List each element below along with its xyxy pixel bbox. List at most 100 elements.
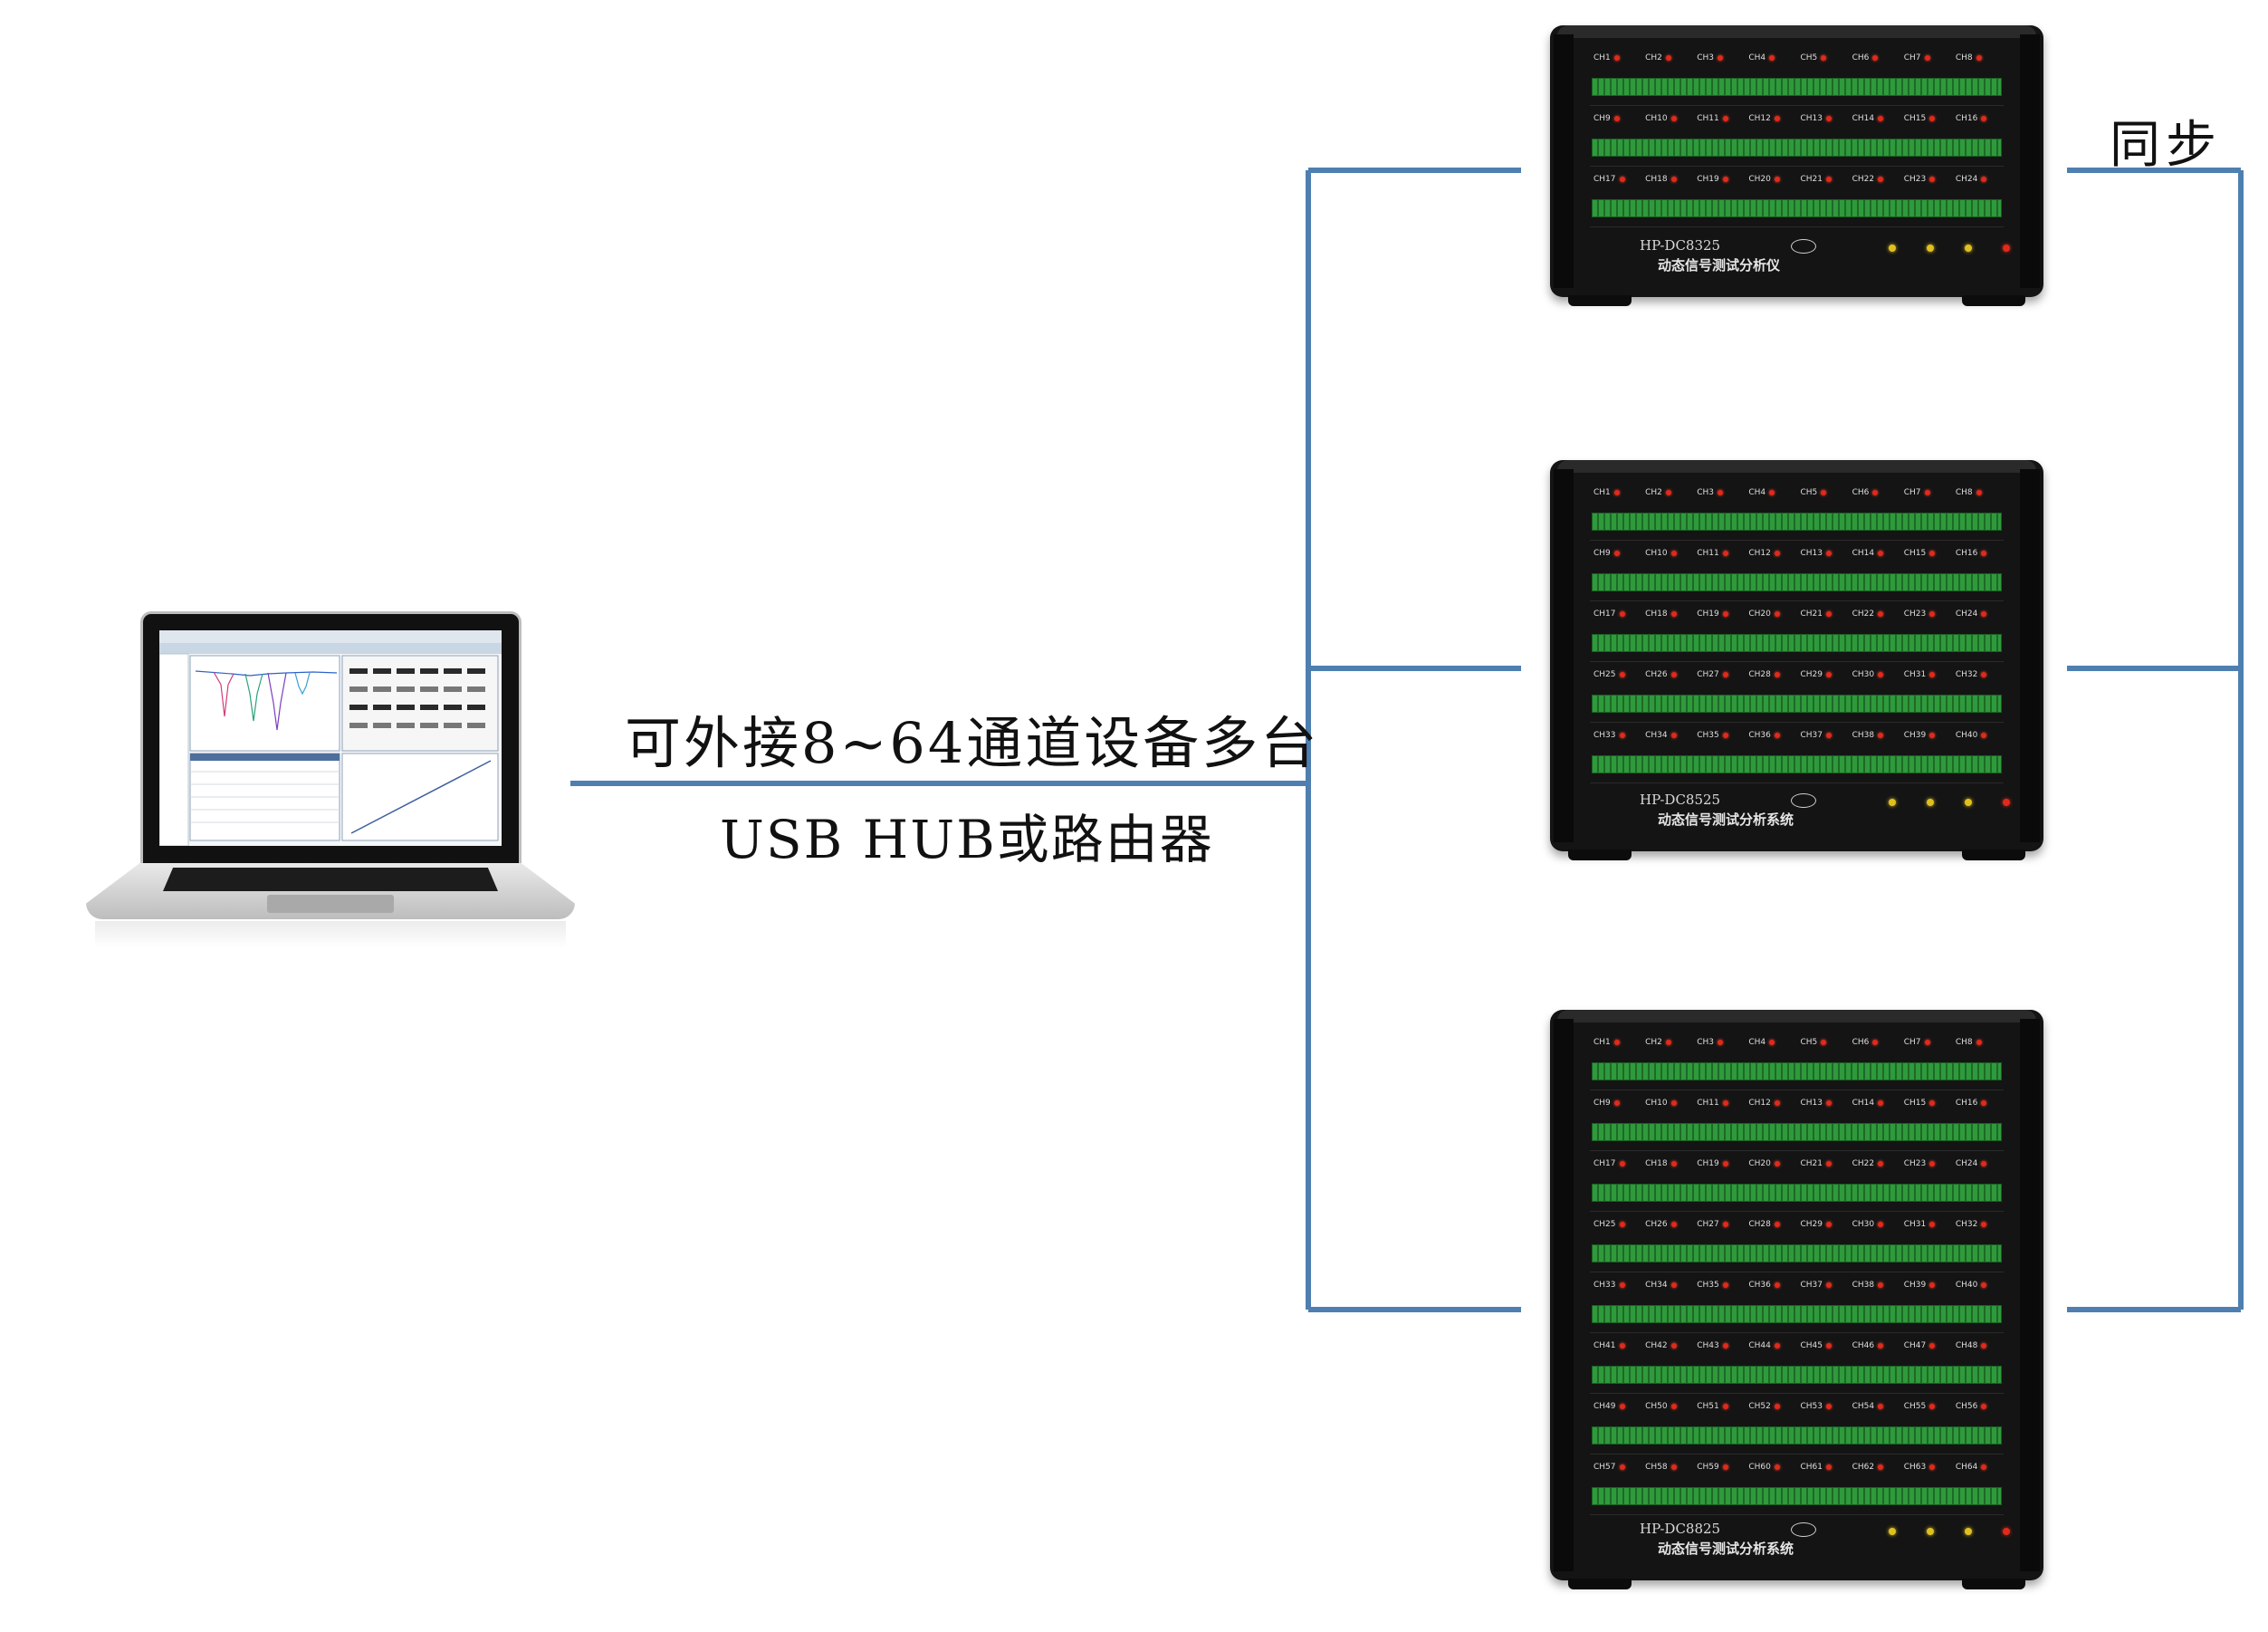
channel-led-icon: [1821, 55, 1827, 61]
terminal-block: [1592, 139, 2002, 157]
channel-led-icon: [1769, 490, 1775, 495]
device-description: 动态信号测试分析系统: [1658, 811, 1794, 828]
channel-label: CH15: [1900, 1096, 1952, 1110]
channel-led-icon: [1619, 1404, 1625, 1409]
channel-label: CH63: [1900, 1460, 1952, 1474]
channel-label: CH3: [1693, 1035, 1745, 1050]
channel-label: CH33: [1590, 728, 1641, 743]
channel-name: CH30: [1852, 670, 1875, 679]
channel-led-icon: [1774, 1404, 1780, 1409]
channel-label: CH17: [1590, 172, 1641, 187]
channel-led-icon: [1981, 1343, 1987, 1349]
channel-name: CH7: [1903, 488, 1921, 497]
channel-led-icon: [1826, 1343, 1833, 1349]
channel-led-icon: [1878, 1161, 1884, 1166]
channel-led-icon: [1826, 611, 1833, 617]
channel-label: CH43: [1693, 1339, 1745, 1353]
channel-label: CH34: [1641, 728, 1693, 743]
channel-label: CH22: [1849, 607, 1900, 621]
channel-led-icon: [1872, 1040, 1879, 1045]
channel-led-icon: [1718, 490, 1724, 495]
channel-label: CH31: [1900, 1217, 1952, 1232]
channel-name: CH5: [1800, 488, 1818, 497]
channel-led-icon: [1981, 551, 1987, 556]
laptop-reflection: [95, 921, 566, 948]
device-foot: [1568, 295, 1632, 306]
channel-name: CH46: [1852, 1341, 1875, 1350]
channel-led-icon: [1826, 1100, 1833, 1106]
channel-label: CH34: [1641, 1278, 1693, 1292]
channel-name: CH32: [1955, 1220, 1978, 1229]
channel-label: CH35: [1693, 728, 1745, 743]
channel-label: CH11: [1693, 1096, 1745, 1110]
channel-led-icon: [1929, 1464, 1936, 1470]
channel-led-icon: [1826, 1282, 1833, 1288]
channel-name: CH8: [1955, 1038, 1973, 1047]
channel-label: CH6: [1849, 485, 1900, 500]
device-foot: [1962, 850, 2025, 860]
channel-name: CH34: [1645, 731, 1668, 740]
channel-name: CH18: [1645, 610, 1668, 619]
channel-led-icon: [1981, 116, 1987, 121]
channel-name: CH15: [1903, 1099, 1927, 1108]
device-foot: [1568, 1579, 1632, 1589]
channel-name: CH31: [1903, 1220, 1927, 1229]
channel-led-icon: [1670, 1464, 1677, 1470]
channel-led-icon: [1929, 1282, 1936, 1288]
channel-name: CH13: [1800, 1099, 1823, 1108]
channel-label: CH46: [1849, 1339, 1900, 1353]
channel-label: CH13: [1797, 1096, 1849, 1110]
channel-name: CH6: [1852, 1038, 1870, 1047]
status-indicator-icon: [1889, 799, 1896, 806]
channel-name: CH38: [1852, 1281, 1875, 1290]
device-model: HP-DC8325: [1640, 237, 1721, 254]
channel-label: CH15: [1900, 546, 1952, 561]
channel-led-icon: [1718, 1040, 1724, 1045]
status-indicator-icon: [1889, 245, 1896, 252]
channel-name: CH4: [1748, 488, 1766, 497]
channel-label: CH32: [1952, 667, 2004, 682]
channel-name: CH9: [1593, 1099, 1611, 1108]
channel-led-icon: [1826, 1161, 1833, 1166]
channel-led-icon: [1981, 733, 1987, 738]
channel-name: CH23: [1903, 175, 1927, 184]
channel-label: CH3: [1693, 51, 1745, 65]
channel-label: CH18: [1641, 1157, 1693, 1171]
device-side-right: [2020, 34, 2040, 288]
channel-led-icon: [1613, 490, 1620, 495]
channel-label: CH11: [1693, 546, 1745, 561]
channel-label: CH64: [1952, 1460, 2004, 1474]
channel-label: CH21: [1797, 172, 1849, 187]
channel-led-icon: [1722, 116, 1728, 121]
channel-name: CH23: [1903, 1159, 1927, 1168]
channel-name: CH26: [1645, 1220, 1668, 1229]
channel-label: CH12: [1745, 111, 1796, 126]
channel-name: CH25: [1593, 1220, 1616, 1229]
channel-label: CH48: [1952, 1339, 2004, 1353]
channel-led-icon: [1718, 55, 1724, 61]
channel-name: CH47: [1903, 1341, 1927, 1350]
channel-name: CH29: [1800, 670, 1823, 679]
channel-led-icon: [1981, 672, 1987, 677]
channel-led-icon: [1929, 116, 1936, 121]
channel-name: CH39: [1903, 731, 1927, 740]
channel-label: CH21: [1797, 1157, 1849, 1171]
channel-label: CH16: [1952, 546, 2004, 561]
channel-name: CH1: [1593, 1038, 1611, 1047]
channel-label: CH38: [1849, 728, 1900, 743]
channel-label: CH42: [1641, 1339, 1693, 1353]
channel-name: CH16: [1955, 114, 1978, 123]
channel-label: CH19: [1693, 1157, 1745, 1171]
channel-label: CH12: [1745, 546, 1796, 561]
analysis-software-screenshot: [159, 630, 502, 846]
channel-name: CH10: [1645, 114, 1668, 123]
terminal-block: [1592, 1062, 2002, 1080]
laptop-screen: [159, 630, 502, 846]
channel-name: CH44: [1748, 1341, 1771, 1350]
